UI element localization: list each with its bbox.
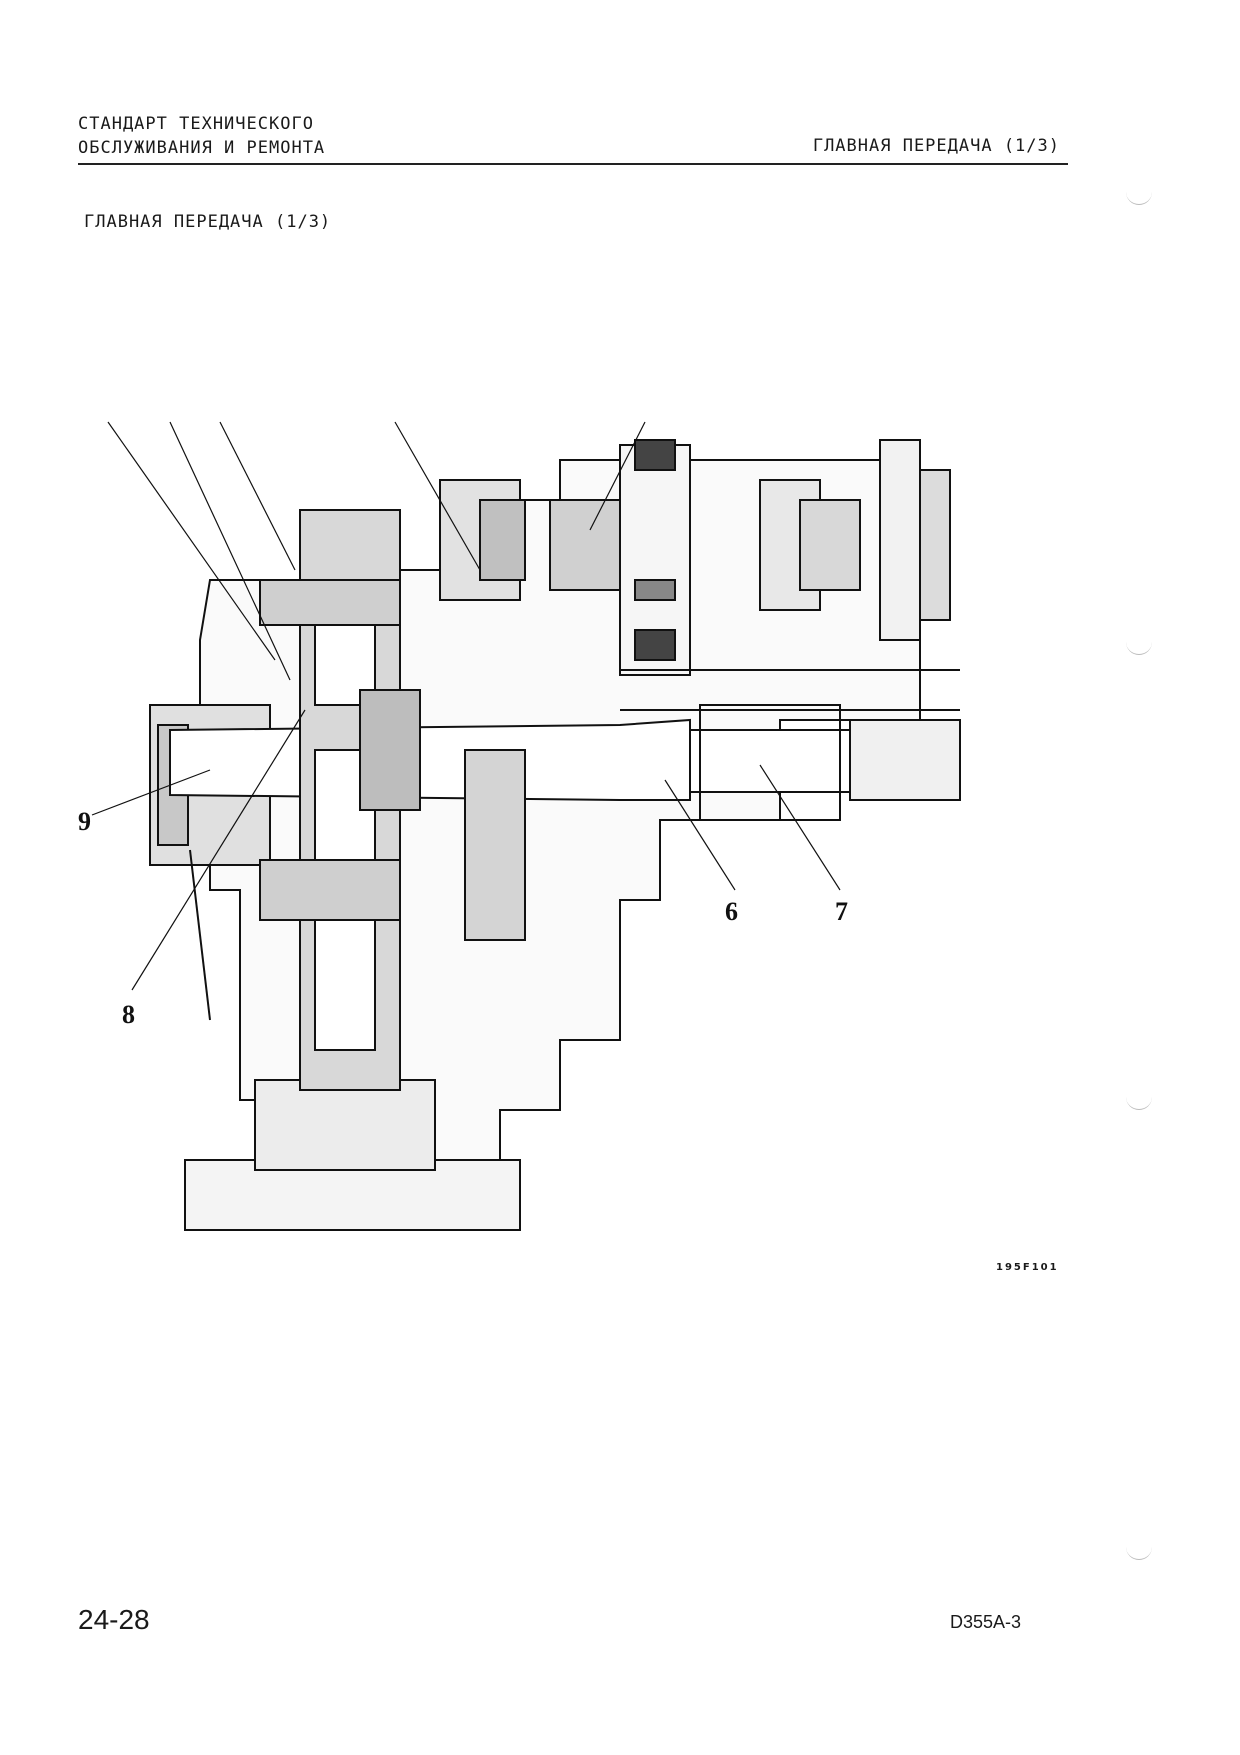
header-right-title: ГЛАВНАЯ ПЕРЕДАЧА (1/3) bbox=[812, 136, 1060, 156]
callout-6: 6 bbox=[725, 897, 738, 926]
binding-hole-mark bbox=[1126, 640, 1152, 655]
callout-9: 9 bbox=[78, 807, 91, 836]
callout-4: 4 bbox=[385, 420, 398, 422]
section-title: ГЛАВНАЯ ПЕРЕДАЧА (1/3) bbox=[84, 212, 332, 232]
callout-7: 7 bbox=[835, 897, 848, 926]
figure-code: 195F101 bbox=[996, 1262, 1059, 1273]
callouts: 1 2 3 4 5 6 7 8 9 bbox=[78, 420, 848, 1029]
callout-2: 2 bbox=[160, 420, 173, 422]
model-code: D355A-3 bbox=[950, 1612, 1022, 1632]
header-left-line1: СТАНДАРТ ТЕХНИЧЕСКОГО bbox=[78, 114, 314, 134]
binding-hole-mark bbox=[1126, 190, 1152, 205]
callout-1: 1 bbox=[98, 420, 111, 422]
header-divider bbox=[78, 163, 1068, 165]
header-left-line2: ОБСЛУЖИВАНИЯ И РЕМОНТА bbox=[78, 138, 326, 158]
binding-hole-mark bbox=[1126, 1095, 1152, 1110]
page-number: 24-28 bbox=[78, 1604, 150, 1635]
binding-hole-mark bbox=[1126, 1545, 1152, 1560]
callout-8: 8 bbox=[122, 1000, 135, 1029]
final-drive-sectional-drawing: 1 2 3 4 5 6 7 8 9 bbox=[78, 420, 961, 1231]
header-left: СТАНДАРТ ТЕХНИЧЕСКОГО ОБСЛУЖИВАНИЯ И РЕМ… bbox=[78, 112, 325, 160]
callout-5: 5 bbox=[635, 420, 648, 422]
callout-3: 3 bbox=[210, 420, 223, 422]
